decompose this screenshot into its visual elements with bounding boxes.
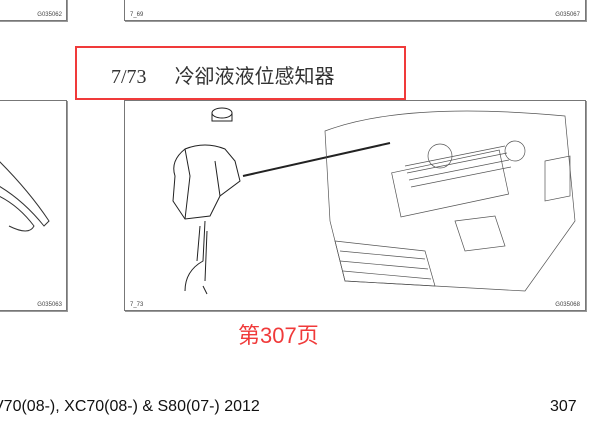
figure-main: 7_73 G035068	[124, 100, 586, 311]
footer-models: V70(08-), XC70(08-) & S80(07-) 2012	[0, 398, 260, 415]
page-label: 第307页	[238, 323, 319, 348]
footer-page-number: 307	[550, 398, 577, 415]
figure-code: G035063	[37, 302, 62, 308]
figure-top-left: G035062	[0, 0, 67, 21]
figure-bottom-left: G035063	[0, 100, 67, 311]
section-number: 7/73	[111, 66, 147, 88]
coolant-reservoir-engine-drawing	[172, 107, 576, 295]
figure-code: G035062	[37, 12, 62, 18]
figure-label: 7_73	[130, 302, 144, 308]
section-title: 7/73 冷卻液液位感知器	[111, 60, 335, 89]
section-title-text: 冷卻液液位感知器	[174, 66, 335, 88]
figure-top-right: 7_69 G035067	[124, 0, 586, 21]
figure-code: G035068	[555, 302, 580, 308]
figure-code: G035067	[555, 12, 580, 18]
section-title-highlight: 7/73 冷卻液液位感知器	[75, 46, 406, 100]
intake-part-drawing	[0, 161, 50, 232]
figure-label: 7_69	[130, 12, 144, 18]
